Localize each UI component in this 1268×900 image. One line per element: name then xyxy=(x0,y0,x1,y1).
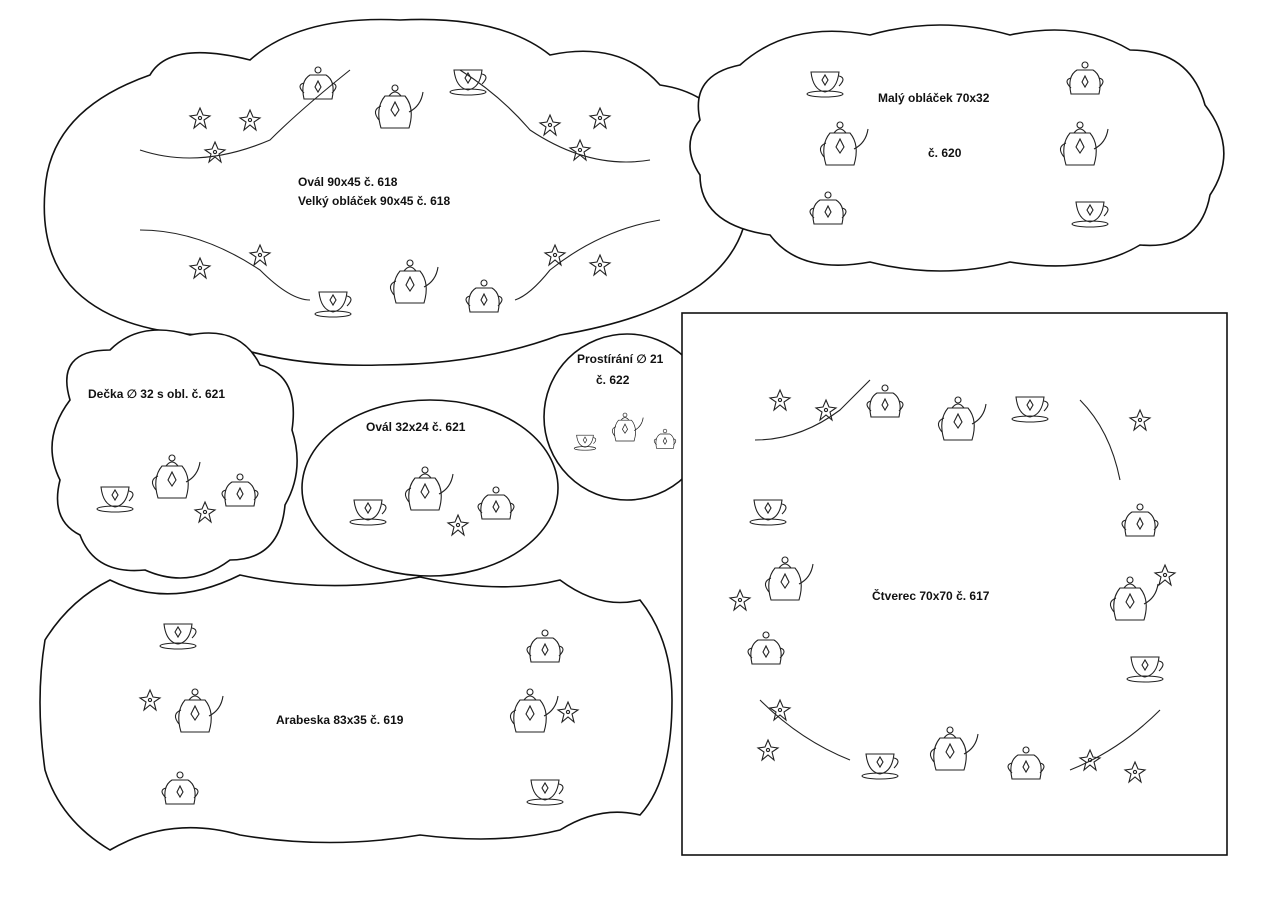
motif-group-oval-618-top xyxy=(139,66,651,163)
vine xyxy=(139,69,351,159)
pattern-label-line: Dečka ∅ 32 s obl. č. 621 xyxy=(88,387,225,401)
vine xyxy=(514,219,661,301)
pattern-label-line: Malý obláček 70x32 xyxy=(878,91,990,105)
pattern-label-line: č. 622 xyxy=(596,373,630,387)
pattern-label-line: Velký obláček 90x45 č. 618 xyxy=(298,194,450,208)
pattern-oval-621: Ovál 32x24 č. 621 xyxy=(349,420,515,536)
vine xyxy=(754,379,871,441)
outline-oval-621 xyxy=(301,399,559,577)
pattern-cloud-620: Malý obláček 70x32 č. 620 xyxy=(689,24,1225,272)
motif-group-oval-618-bottom xyxy=(139,219,661,318)
pattern-label-line: Ovál 90x45 č. 618 xyxy=(298,175,398,189)
motif-group-square-top xyxy=(754,379,1151,481)
pattern-placemat-622: Prostírání ∅ 21 č. 622 xyxy=(573,352,677,451)
pattern-label-line: Čtverec 70x70 č. 617 xyxy=(872,588,990,603)
pattern-square-617: Čtverec 70x70 č. 617 xyxy=(681,312,1228,856)
vine xyxy=(459,69,651,163)
outline-arabeska-619 xyxy=(39,574,673,851)
outline-doily-621 xyxy=(51,329,298,579)
pattern-doily-621: Dečka ∅ 32 s obl. č. 621 xyxy=(51,329,298,579)
motif-group-square-bottom xyxy=(757,699,1161,783)
vine xyxy=(1069,709,1161,771)
vine xyxy=(1079,399,1121,481)
vine xyxy=(139,229,311,301)
outline-oval-618 xyxy=(43,18,749,367)
outline-square-617 xyxy=(681,312,1228,856)
vine xyxy=(759,699,851,761)
pattern-arabeska-619: Arabeska 83x35 č. 619 xyxy=(39,574,673,851)
outline-cloud-620 xyxy=(689,24,1225,272)
pattern-label-line: Ovál 32x24 č. 621 xyxy=(366,420,466,434)
pattern-label-line: Prostírání ∅ 21 xyxy=(577,352,664,366)
pattern-label-line: Arabeska 83x35 č. 619 xyxy=(276,713,404,727)
pattern-oval-618: Ovál 90x45 č. 618 Velký obláček 90x45 č.… xyxy=(43,18,749,367)
pattern-label-line: č. 620 xyxy=(928,146,962,160)
